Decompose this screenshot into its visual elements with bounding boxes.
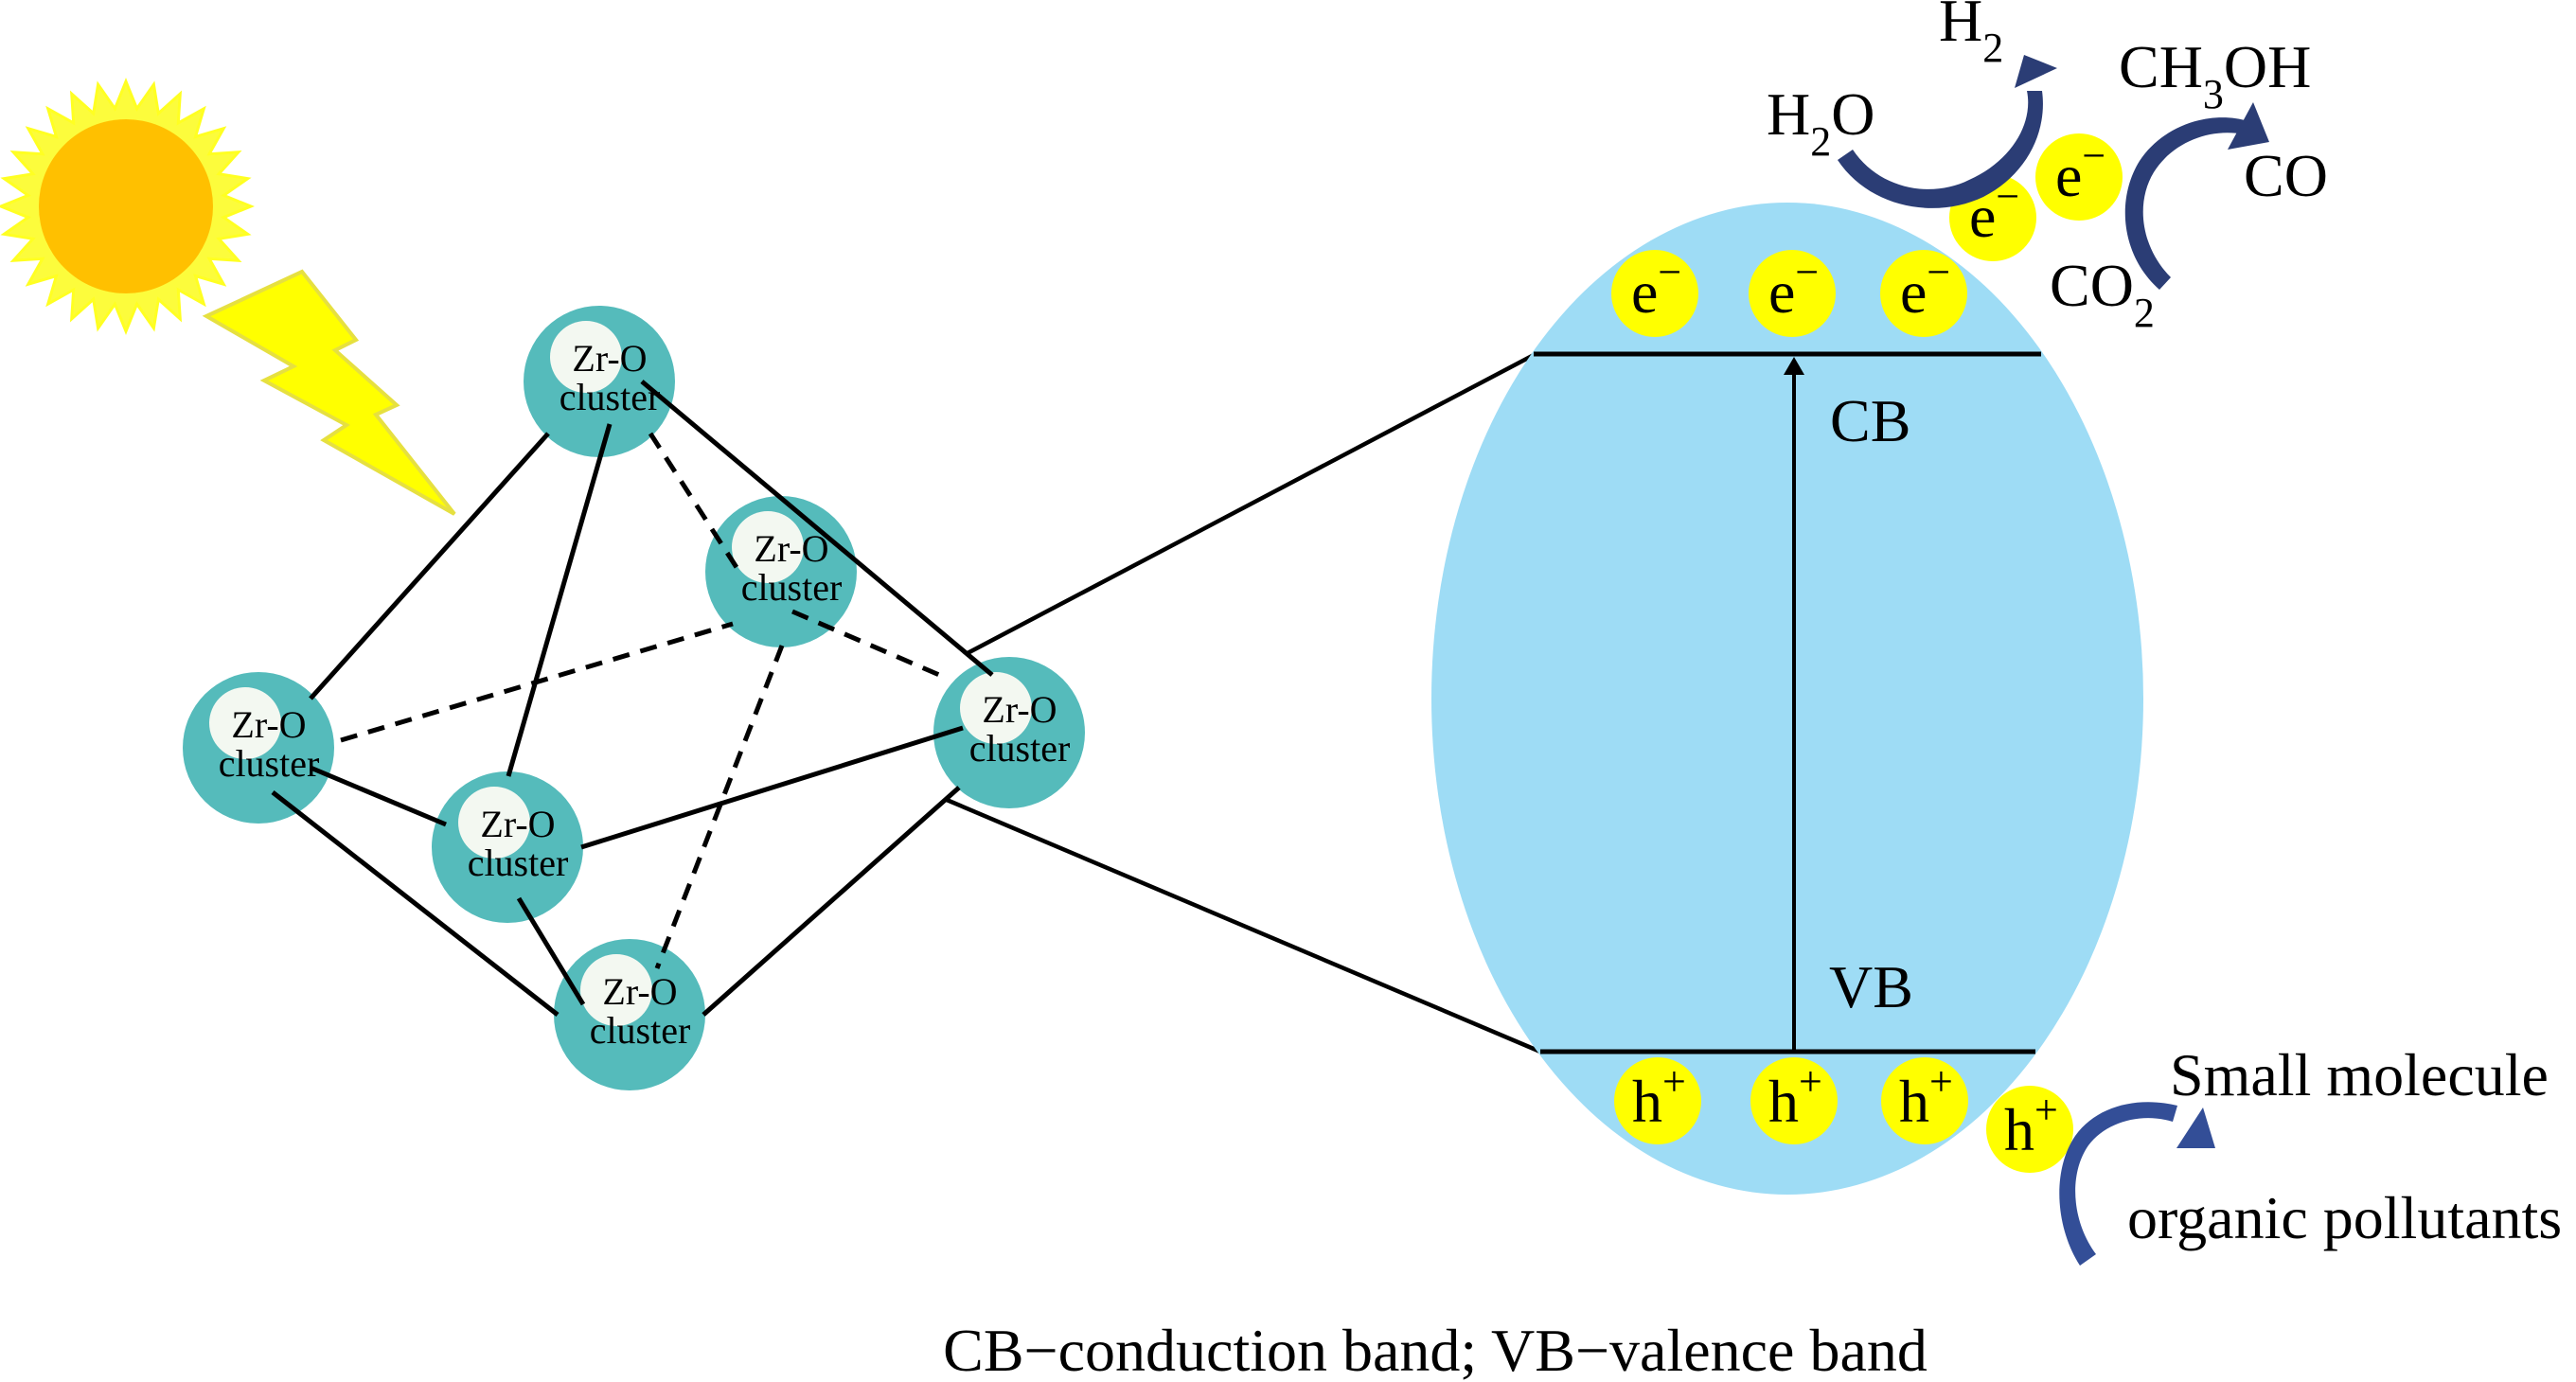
sun-icon	[0, 77, 256, 336]
carrier-circle	[1611, 250, 1698, 337]
sun-core	[39, 119, 213, 293]
cluster-inner-circle	[732, 511, 804, 583]
cluster-label-line2: cluster	[468, 842, 569, 884]
zoom-line-lower	[946, 797, 1541, 1054]
zr-o-cluster-back	[705, 496, 857, 647]
organic-pollutants-label: organic pollutants	[2127, 1184, 2562, 1251]
octahedron-edges	[271, 380, 994, 1017]
carrier-label: e−	[1631, 249, 1681, 326]
cluster-label-line1: Zr-O	[572, 337, 647, 380]
zr-o-cluster-left	[183, 672, 334, 824]
edge-top-left	[309, 432, 550, 700]
electron-4: e−	[2035, 133, 2123, 221]
carrier-circle	[1881, 1057, 1968, 1144]
excitation-arrow	[1784, 357, 1804, 1052]
lightning-bolt-icon	[202, 269, 456, 516]
co2-reduction-arrow	[2124, 102, 2269, 290]
zr-o-cluster-top	[524, 306, 675, 457]
hole-1: h+	[1750, 1057, 1838, 1144]
carrier-circle	[1614, 1057, 1701, 1144]
cluster-label-line1: Zr-O	[231, 703, 306, 746]
hole-2: h+	[1881, 1057, 1968, 1144]
h2o-reactant-label: H2O	[1767, 80, 1874, 165]
ch3oh-product-label: CH3OH	[2119, 33, 2311, 117]
hole-3: h+	[1986, 1086, 2073, 1173]
edge-top-right	[640, 380, 994, 677]
electron-0: e−	[1611, 249, 1698, 337]
edge-left-front	[310, 765, 447, 827]
cluster-label-line1: Zr-O	[480, 803, 555, 845]
cluster-label-line1: Zr-O	[982, 688, 1057, 731]
band-structure-ellipse	[1431, 203, 2143, 1195]
cluster-label-line2: cluster	[969, 727, 1071, 770]
charge-carriers: e−e−e−e−e−h+h+h+h+	[1611, 133, 2123, 1173]
carrier-circle	[1749, 250, 1836, 337]
carrier-label: h+	[1768, 1058, 1822, 1135]
cluster-inner-circle	[550, 321, 622, 393]
hole-0: h+	[1614, 1057, 1701, 1144]
cluster-label-line1: Zr-O	[754, 527, 828, 570]
carrier-label: h+	[2004, 1087, 2058, 1163]
electron-2: e−	[1880, 249, 1967, 337]
cluster-label-line2: cluster	[741, 566, 843, 609]
cluster-inner-circle	[209, 687, 281, 759]
carrier-circle	[1986, 1086, 2073, 1173]
carrier-circle	[2035, 133, 2123, 221]
pollutant-degradation-arrow	[2059, 1102, 2215, 1266]
edge-front-right	[580, 725, 964, 850]
edge-bottom-right	[702, 786, 961, 1017]
carrier-label: e−	[2055, 133, 2105, 209]
figure-caption: CB−conduction band; VB−valence band	[943, 1317, 1928, 1382]
vb-label: VB	[1829, 953, 1913, 1020]
cluster-label-line2: cluster	[219, 742, 320, 785]
water-splitting-arrow	[1838, 55, 2057, 208]
edge-left-back-hidden	[340, 621, 734, 743]
edge-back-bottom-hidden	[654, 645, 785, 969]
cb-label: CB	[1830, 387, 1910, 454]
edge-left-bottom	[271, 790, 560, 1017]
edge-top-front	[506, 423, 613, 777]
electron-1: e−	[1749, 249, 1836, 337]
cluster-inner-circle	[458, 787, 530, 859]
edge-front-bottom	[516, 896, 586, 1006]
co-product-label: CO	[2244, 142, 2328, 209]
zoom-line-upper	[966, 352, 1537, 655]
cluster-inner-circle	[960, 672, 1032, 744]
co2-reactant-label: CO2	[2050, 252, 2155, 336]
carrier-label: e−	[1768, 249, 1819, 326]
carrier-label: h+	[1899, 1058, 1953, 1135]
small-molecule-label: Small molecule	[2170, 1041, 2549, 1108]
carrier-label: h+	[1632, 1058, 1686, 1135]
carrier-circle	[1880, 250, 1967, 337]
cluster-labels: Zr-OclusterZr-OclusterZr-OclusterZr-Oclu…	[219, 337, 1071, 1052]
cluster-label-line1: Zr-O	[602, 970, 677, 1013]
zr-o-cluster-bottom	[554, 939, 705, 1090]
zr-o-cluster-front	[432, 771, 583, 923]
zr-o-cluster-right	[933, 657, 1085, 808]
cluster-inner-circle	[580, 954, 652, 1026]
mof-octahedron	[183, 306, 1085, 1090]
h2-product-label: H2	[1939, 0, 2003, 71]
carrier-circle	[1750, 1057, 1838, 1144]
carrier-label: e−	[1900, 249, 1950, 326]
cluster-label-line2: cluster	[560, 376, 661, 418]
cluster-label-line2: cluster	[590, 1009, 691, 1052]
